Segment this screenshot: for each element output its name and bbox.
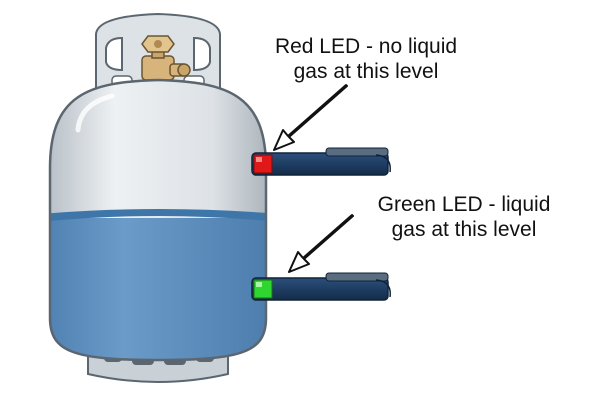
red-led-label-line2: gas at this level <box>293 60 439 83</box>
green-led-label-line2: gas at this level <box>391 218 537 241</box>
pointer-arrow-icon <box>288 214 354 273</box>
propane-tank-icon <box>48 78 268 362</box>
liquid-gas <box>50 209 266 360</box>
gas-level-indicator-red <box>251 147 391 176</box>
green-led-label-line1: Green LED - liquid <box>377 193 551 216</box>
pointer-arrow-icon <box>273 84 348 151</box>
green-led-label: Green LED - liquid gas at this level <box>340 192 588 242</box>
red-led-label-line1: Red LED - no liquid <box>274 35 458 58</box>
gas-level-indicator-green <box>251 272 391 301</box>
red-led-label: Red LED - no liquid gas at this level <box>238 34 494 84</box>
